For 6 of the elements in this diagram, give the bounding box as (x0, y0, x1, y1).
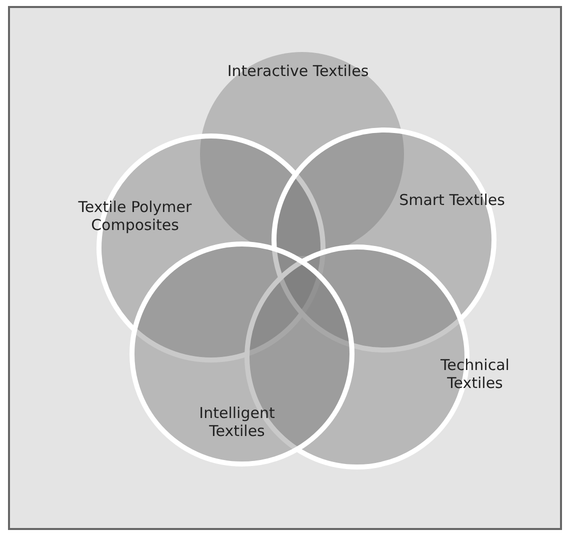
circle-label: Technical Textiles (440, 356, 510, 392)
circle-label: Intelligent Textiles (198, 404, 276, 440)
circle-label: Interactive Textiles (226, 62, 370, 80)
circle-label: Smart Textiles (398, 191, 506, 209)
venn-circle (129, 241, 355, 467)
circle-label: Textile Polymer Composites (77, 198, 193, 234)
